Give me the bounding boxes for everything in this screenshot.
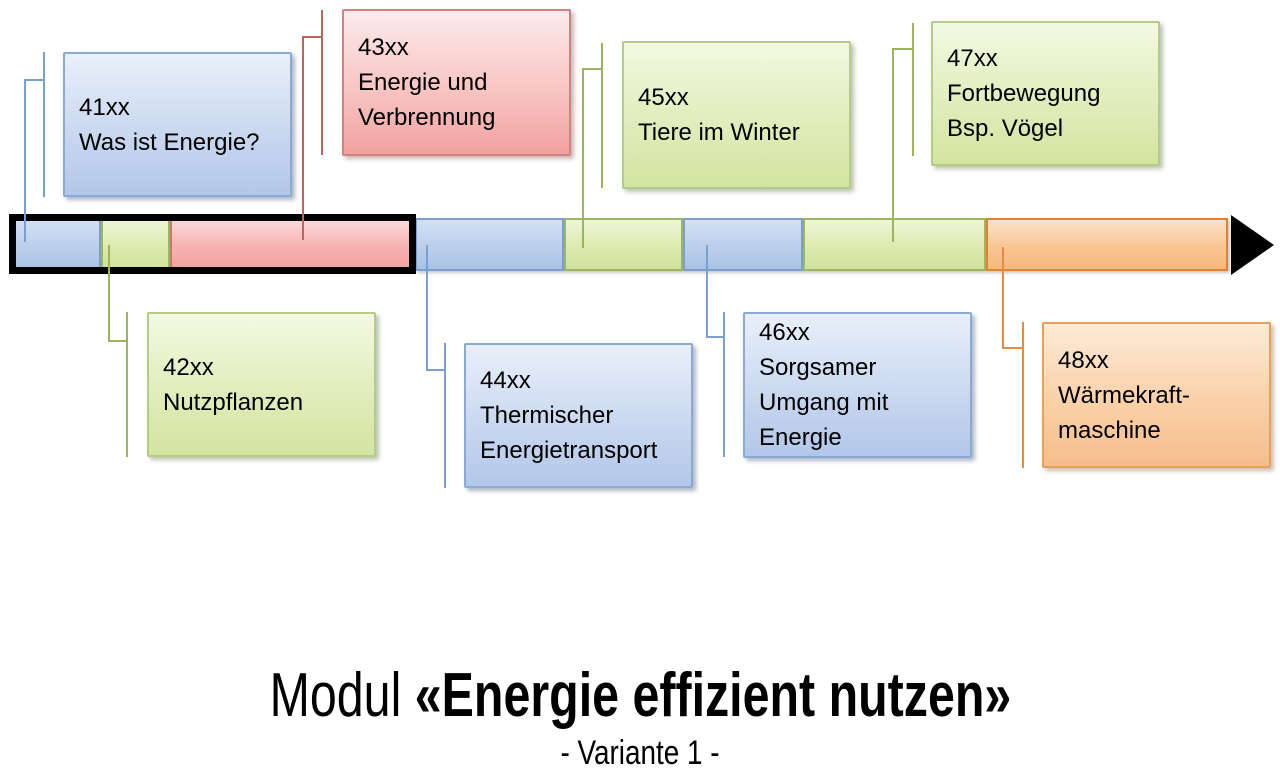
module-name: Wärmekraft- maschine — [1058, 381, 1190, 444]
module-name: Thermischer Energietransport — [480, 402, 658, 464]
connector-45xx-bracket — [601, 43, 603, 188]
connector-42xx-elbow-v — [108, 245, 110, 342]
slide-title: Modul «Energie effizient nutzen» — [0, 660, 1280, 731]
module-name: Energie und Verbrennung — [358, 69, 496, 131]
connector-48xx-bracket — [1022, 322, 1024, 468]
timeline-segment-44xx — [415, 218, 564, 271]
module-code: 48xx — [1058, 346, 1109, 374]
module-code: 45xx — [638, 84, 689, 111]
connector-41xx-elbow-h — [24, 79, 43, 81]
connector-44xx-elbow-v — [426, 245, 428, 371]
module-box-47xx: 47xx Fortbewegung Bsp. Vögel — [931, 21, 1160, 166]
module-box-43xx: 43xx Energie und Verbrennung — [342, 9, 571, 156]
connector-48xx-elbow-h — [1002, 347, 1023, 349]
connector-46xx-elbow-v — [706, 245, 708, 338]
timeline-segment-42xx — [101, 218, 170, 271]
module-box-45xx: 45xx Tiere im Winter — [622, 41, 851, 189]
connector-46xx-elbow-h — [706, 336, 725, 338]
connector-46xx-bracket — [723, 312, 725, 457]
connector-48xx-elbow-v — [1002, 247, 1004, 349]
module-box-46xx: 46xx Sorgsamer Umgang mit Energie — [743, 312, 972, 458]
highlight-frame — [9, 214, 416, 274]
connector-45xx-elbow-h — [582, 68, 601, 70]
module-box-41xx: 41xx Was ist Energie? — [63, 52, 292, 197]
connector-42xx-bracket — [126, 312, 128, 457]
slide-subtitle-text: - Variante 1 - — [560, 734, 720, 772]
connector-43xx-elbow-v — [302, 36, 304, 240]
module-code: 42xx — [163, 353, 214, 381]
connector-41xx-elbow-v — [24, 79, 26, 242]
module-box-42xx: 42xx Nutzpflanzen — [147, 312, 376, 457]
module-code: 41xx — [79, 93, 130, 121]
connector-47xx-bracket — [912, 23, 914, 156]
connector-43xx-elbow-h — [302, 36, 321, 38]
module-box-44xx: 44xx Thermischer Energietransport — [464, 343, 693, 488]
connector-44xx-elbow-h — [426, 369, 445, 371]
timeline-segment-47xx — [803, 218, 986, 271]
timeline-segment-46xx — [683, 218, 803, 271]
module-box-48xx: 48xx Wärmekraft- maschine — [1042, 322, 1271, 468]
module-code: 43xx — [358, 34, 409, 61]
connector-43xx-bracket — [321, 10, 323, 155]
module-code: 44xx — [480, 367, 531, 394]
connector-45xx-elbow-v — [582, 68, 584, 248]
connector-42xx-elbow-h — [108, 340, 127, 342]
timeline-arrow-icon — [1231, 215, 1274, 275]
module-name: Sorgsamer Umgang mit Energie — [759, 354, 889, 451]
timeline-segment-48xx — [986, 218, 1228, 271]
module-name: Nutzpflanzen — [163, 388, 304, 416]
module-code: 46xx — [759, 319, 810, 346]
module-code: 47xx — [947, 45, 998, 72]
module-name: Fortbewegung Bsp. Vögel — [947, 80, 1101, 142]
connector-47xx-elbow-v — [892, 48, 894, 242]
connector-41xx-bracket — [43, 52, 45, 197]
module-name: Tiere im Winter — [638, 119, 800, 146]
module-name: Was ist Energie? — [79, 128, 260, 156]
connector-44xx-bracket — [444, 343, 446, 488]
slide-title-prefix: Modul — [269, 661, 415, 730]
slide-title-emphasis: «Energie effizient nutzen» — [414, 661, 1011, 730]
connector-47xx-elbow-h — [892, 48, 912, 50]
slide-subtitle: - Variante 1 - — [0, 734, 1280, 773]
